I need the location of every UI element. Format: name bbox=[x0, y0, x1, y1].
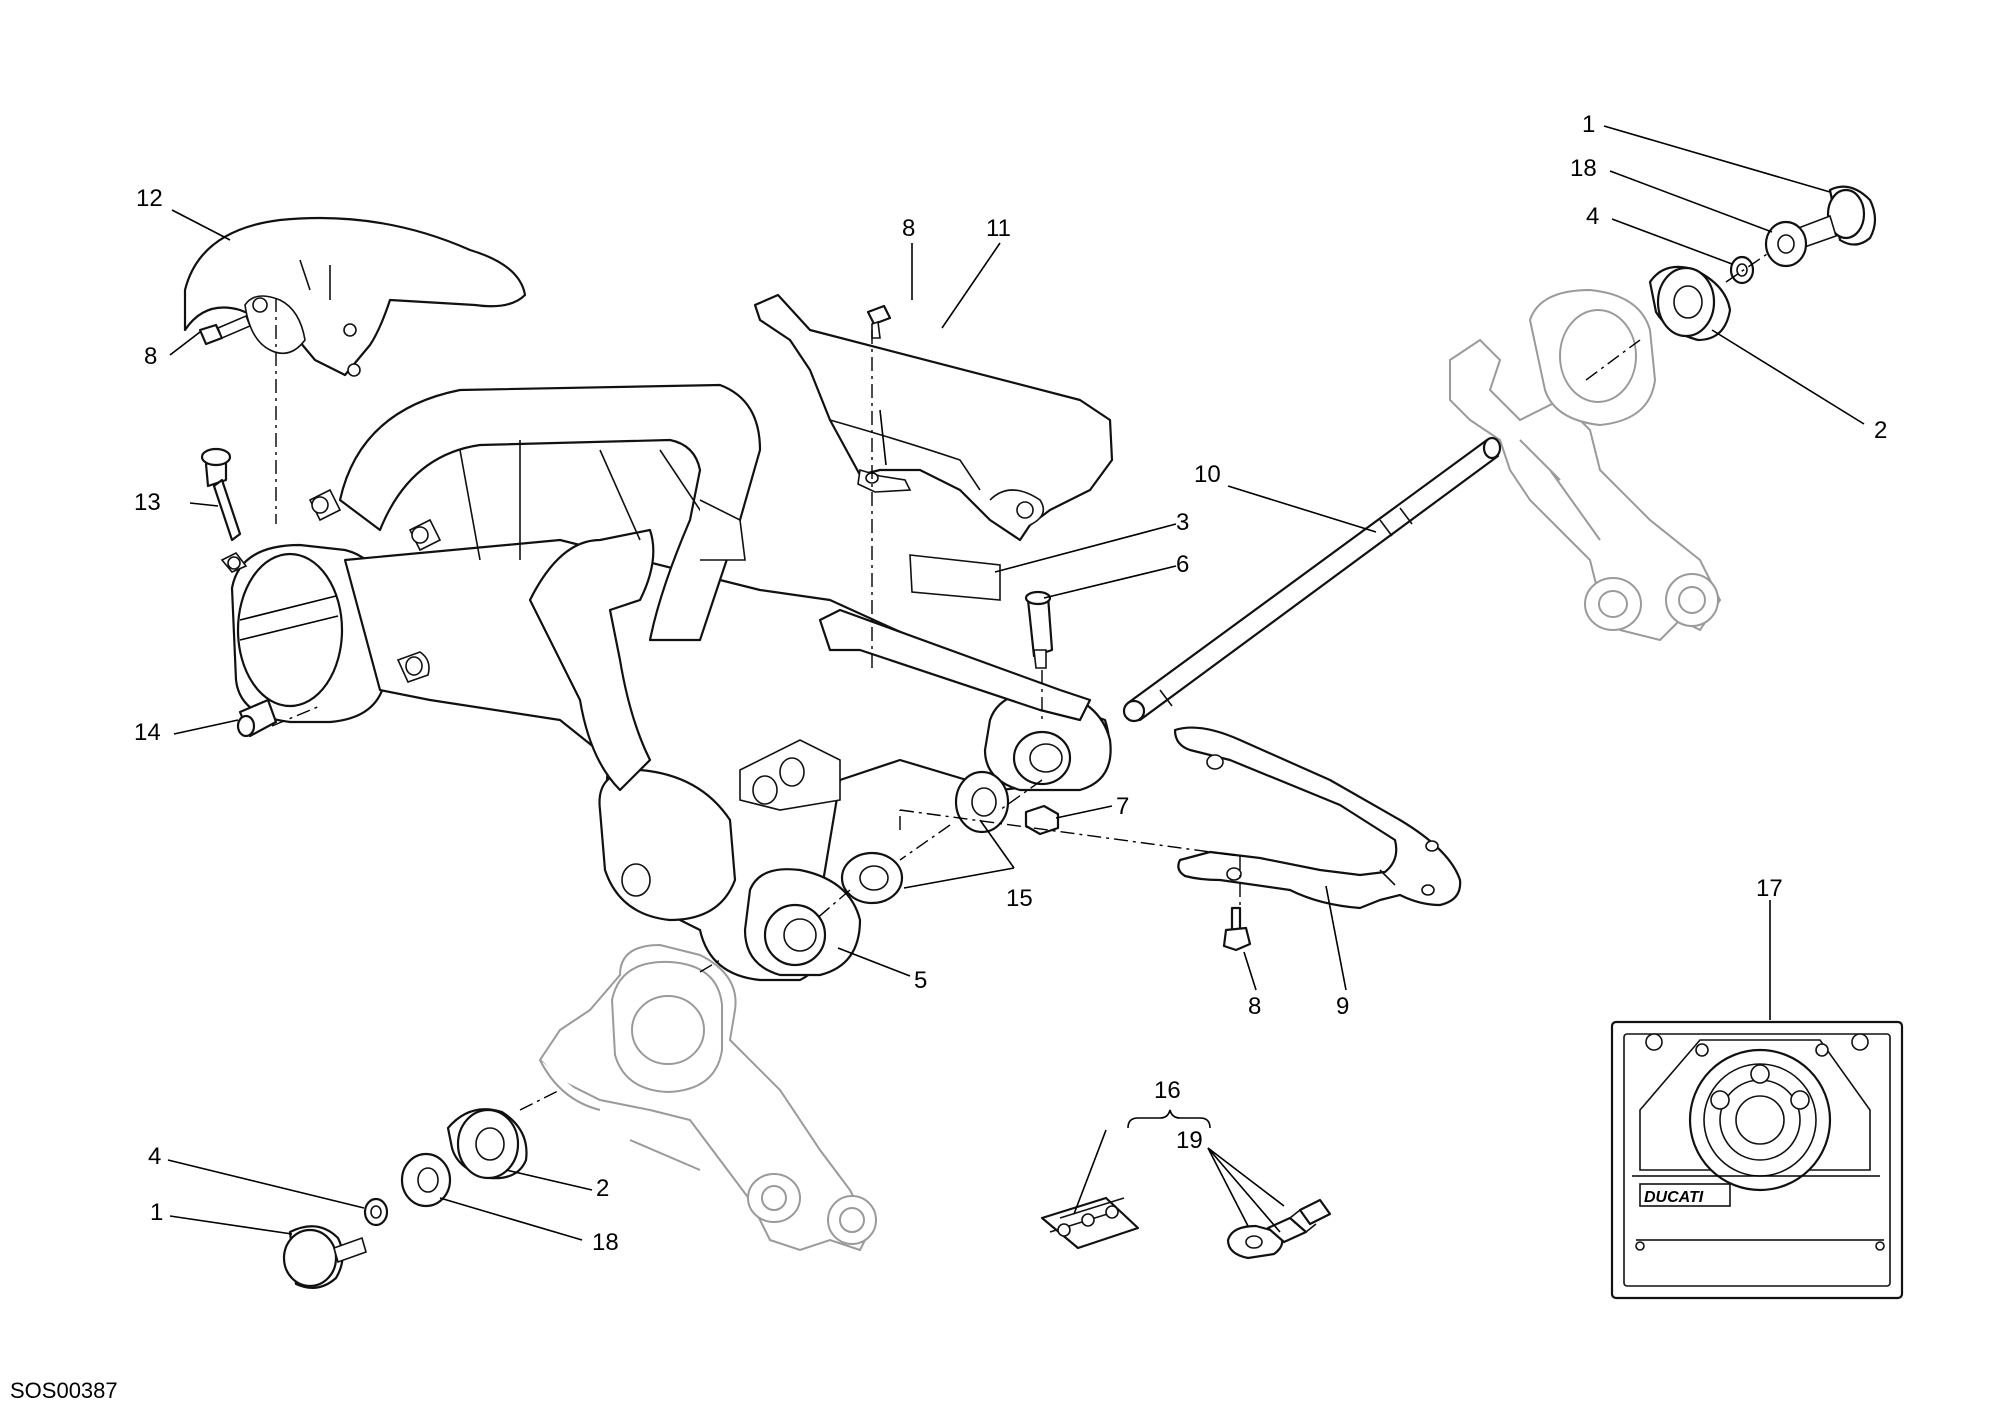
part-8-bolt-left bbox=[198, 314, 252, 346]
callout-8-left: 8 bbox=[144, 343, 157, 370]
leader-lines bbox=[167, 125, 1865, 1241]
part-3-label-plate bbox=[909, 554, 1001, 601]
part-1-bolt-bottom bbox=[282, 1225, 367, 1289]
assembly-axis-lines bbox=[271, 251, 1771, 1111]
callout-15: 15 bbox=[1006, 885, 1033, 912]
callout-8-mid: 8 bbox=[902, 215, 915, 242]
callout-2-top: 2 bbox=[1874, 417, 1887, 444]
part-18-washer-bottom bbox=[400, 1152, 452, 1208]
swingarm bbox=[220, 383, 1112, 982]
callout-5: 5 bbox=[914, 967, 927, 994]
callout-10: 10 bbox=[1194, 461, 1221, 488]
callout-4-top: 4 bbox=[1586, 203, 1599, 230]
part-15-spacers bbox=[840, 770, 1010, 905]
part-12-chain-cover bbox=[183, 216, 527, 377]
part-2-bearing-bottom bbox=[446, 1108, 528, 1180]
callout-labels: 1 18 4 2 12 8 13 14 8 11 3 6 10 7 15 5 8… bbox=[134, 111, 1887, 1256]
callout-11: 11 bbox=[986, 215, 1011, 242]
callout-1-top: 1 bbox=[1582, 111, 1595, 138]
part-16-chain-link bbox=[1040, 1196, 1140, 1250]
part-18-washer-top bbox=[1764, 220, 1808, 268]
part-8-bolt-low bbox=[1222, 906, 1252, 952]
part-7-nut bbox=[1024, 804, 1060, 836]
part-19-master-link bbox=[1226, 1198, 1332, 1260]
part-10-pivot-shaft bbox=[1122, 436, 1502, 723]
part-4-circlip-bottom bbox=[363, 1197, 389, 1227]
callout-6: 6 bbox=[1176, 551, 1189, 578]
part-4-circlip-top bbox=[1729, 255, 1755, 285]
callout-12: 12 bbox=[136, 185, 163, 212]
callout-1-bottom: 1 bbox=[150, 1199, 163, 1226]
frame-bracket-right-ghost bbox=[1449, 288, 1722, 642]
callout-16: 16 bbox=[1154, 1077, 1181, 1104]
part-14-bolt bbox=[236, 698, 278, 738]
callout-18-bottom: 18 bbox=[592, 1229, 619, 1256]
drawing-code: SOS00387 bbox=[10, 1378, 118, 1403]
part-13-bolt bbox=[200, 447, 242, 542]
part-17-sprocket-kit: DUCATI bbox=[1610, 1020, 1904, 1300]
callout-9: 9 bbox=[1336, 993, 1349, 1020]
callout-4-bottom: 4 bbox=[148, 1143, 161, 1170]
callout-2-bottom: 2 bbox=[596, 1175, 609, 1202]
callout-13: 13 bbox=[134, 489, 161, 516]
callout-14: 14 bbox=[134, 719, 161, 746]
callout-8-low: 8 bbox=[1248, 993, 1261, 1020]
part-9-chain-slider bbox=[1173, 726, 1462, 910]
kit-brand-logo: DUCATI bbox=[1644, 1189, 1704, 1206]
callout-19: 19 bbox=[1176, 1127, 1203, 1154]
part-6-bolt bbox=[1024, 590, 1054, 669]
callout-18-top: 18 bbox=[1570, 155, 1597, 182]
part-8-bolt-mid bbox=[866, 304, 892, 339]
callout-17: 17 bbox=[1756, 875, 1783, 902]
part-2-bearing-top bbox=[1648, 265, 1732, 342]
callout-7: 7 bbox=[1116, 793, 1129, 820]
part-11-chain-guard bbox=[753, 293, 1114, 542]
frame-bracket-left-ghost bbox=[538, 943, 877, 1252]
callout-3: 3 bbox=[1176, 509, 1189, 536]
